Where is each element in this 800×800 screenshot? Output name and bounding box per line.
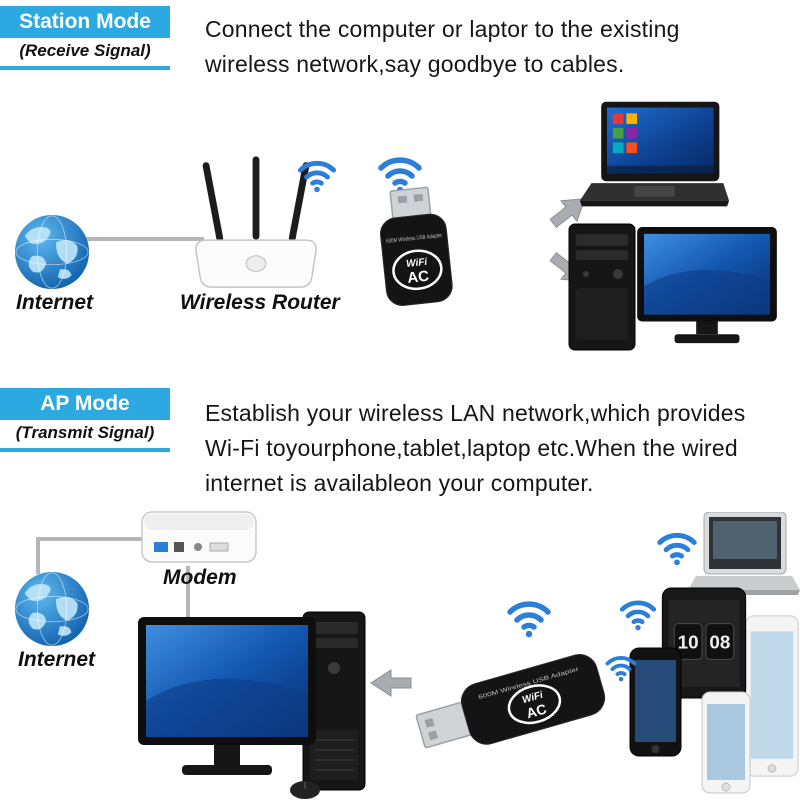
desktop-tower-illustration-ap — [300, 610, 368, 792]
client-phone-white-illustration — [700, 690, 752, 795]
description-line: Establish your wireless LAN network,whic… — [205, 400, 746, 426]
client-wifi-signal-icon-1 — [655, 528, 699, 566]
modem-illustration — [140, 506, 258, 568]
station-mode-title: Station Mode — [0, 6, 170, 38]
ap-mode-title: AP Mode — [0, 388, 170, 420]
arrow-to-laptop-icon — [543, 186, 595, 235]
ap-mode-description: Establish your wireless LAN network,whic… — [205, 396, 746, 501]
ap-mode-subtitle: (Transmit Signal) — [0, 420, 170, 452]
station-mode-description: Connect the computer or laptor to the ex… — [205, 12, 680, 82]
modem-label: Modem — [163, 566, 237, 589]
internet-label-station: Internet — [16, 291, 94, 314]
desktop-monitor-illustration — [636, 227, 778, 349]
usb-wifi-adapter-illustration: 600M Wireless USB Adapter WiFi AC — [362, 186, 467, 308]
tablet-clock-minutes-text: 08 — [709, 631, 730, 652]
description-line: Connect the computer or laptor to the ex… — [205, 16, 680, 42]
station-mode-subtitle: (Receive Signal) — [0, 38, 170, 70]
client-tablet-white-illustration — [744, 612, 800, 780]
modem-desktop-line — [186, 566, 190, 622]
client-wifi-signal-icon-2 — [618, 596, 658, 631]
adapter-brand-top-text: WiFi — [406, 257, 428, 270]
mouse-illustration — [288, 780, 322, 800]
wireless-router-illustration — [192, 148, 320, 293]
adapter-wifi-signal-icon-ap — [505, 596, 553, 638]
client-wifi-signal-icon-3 — [604, 652, 638, 682]
description-line: wireless network,say goodbye to cables. — [205, 51, 625, 77]
usb-wifi-adapter-illustration-ap: 600M Wireless USB Adapter WiFi AC — [408, 632, 618, 772]
router-label: Wireless Router — [180, 291, 340, 314]
arrow-to-desktop-left-icon — [370, 668, 412, 698]
ap-mode-badge: AP Mode (Transmit Signal) — [0, 388, 170, 452]
globe-modem-line-vertical — [36, 540, 40, 574]
client-laptop-illustration — [688, 512, 800, 598]
adapter-brand-main-text-ap: AC — [524, 700, 548, 721]
laptop-illustration — [576, 100, 731, 212]
description-line: internet is availableon your computer. — [205, 470, 594, 496]
globe-modem-line-horizontal — [36, 537, 142, 541]
desktop-monitor-illustration-ap — [138, 617, 316, 785]
description-line: Wi-Fi toyourphone,tablet,laptop etc.When… — [205, 435, 738, 461]
globe-router-line — [80, 237, 204, 241]
internet-globe-icon-ap — [13, 570, 91, 648]
adapter-brand-main-text: AC — [407, 268, 430, 287]
station-mode-badge: Station Mode (Receive Signal) — [0, 6, 170, 70]
internet-globe-icon — [13, 213, 91, 291]
tablet-clock-hours-text: 10 — [678, 631, 699, 652]
adapter-caption-text: 600M Wireless USB Adapter — [386, 233, 442, 245]
router-wifi-signal-icon — [296, 156, 338, 193]
client-phone-black-illustration — [628, 646, 683, 758]
internet-label-ap: Internet — [18, 648, 96, 671]
adapter-wifi-signal-icon — [376, 152, 424, 194]
desktop-tower-illustration — [566, 222, 638, 352]
